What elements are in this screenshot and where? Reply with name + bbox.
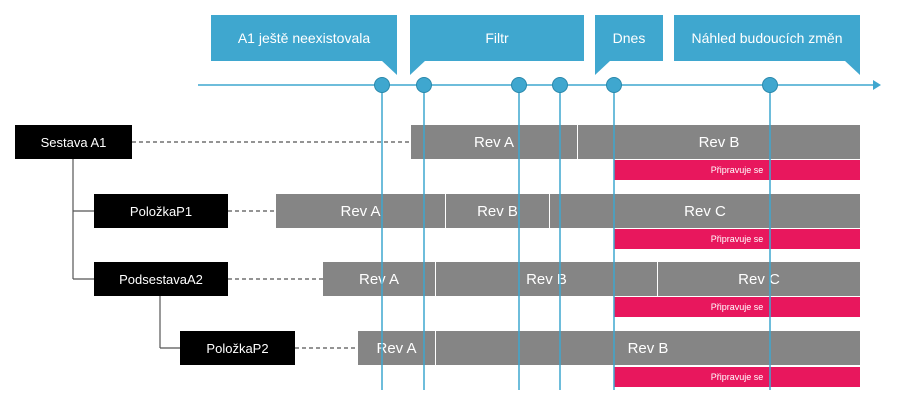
revision-label: Rev B [477, 202, 518, 220]
revision-label: Rev B [627, 339, 669, 357]
callout-today: Dnes [595, 15, 663, 75]
revision-bar[interactable]: Rev A [411, 125, 578, 159]
callout-filter-label: Filtr [485, 30, 509, 46]
node-subassembly-a2-label: PodsestavaA2 [119, 271, 203, 287]
status-badge: Připravuje se [614, 367, 860, 387]
revision-label: Rev A [376, 339, 417, 357]
revision-bar[interactable]: Rev A [358, 331, 436, 365]
node-item-p1[interactable]: PoložkaP1 [94, 194, 228, 228]
status-label: Připravuje se [710, 302, 764, 312]
status-badge: Připravuje se [614, 229, 860, 249]
revision-bar[interactable]: Rev C [550, 194, 860, 228]
revision-bar[interactable]: Rev B [436, 262, 658, 296]
status-label: Připravuje se [710, 234, 764, 244]
revision-label: Rev B [698, 133, 740, 151]
node-subassembly-a2[interactable]: PodsestavaA2 [94, 262, 228, 296]
revision-bar[interactable]: Rev B [578, 125, 860, 159]
revision-bar[interactable]: Rev A [276, 194, 446, 228]
revision-bar[interactable]: Rev B [446, 194, 550, 228]
node-assembly-a1-label: Sestava A1 [40, 134, 107, 150]
revision-bar[interactable]: Rev B [436, 331, 860, 365]
node-item-p2-label: PoložkaP2 [206, 340, 269, 356]
revision-label: Rev A [473, 133, 515, 151]
node-item-p2[interactable]: PoložkaP2 [180, 331, 295, 365]
callout-filter: Filtr [410, 15, 584, 75]
revision-label: Rev B [526, 270, 567, 288]
revision-label: Rev A [340, 202, 381, 220]
node-assembly-a1[interactable]: Sestava A1 [15, 125, 132, 159]
status-label: Připravuje se [710, 372, 764, 382]
callout-preview-label: Náhled budoucích změn [691, 30, 843, 46]
callout-not-existed: A1 ještě neexistovala [211, 15, 397, 75]
callout-preview: Náhled budoucích změn [674, 15, 860, 75]
revision-label: Rev A [358, 270, 400, 288]
status-label: Připravuje se [710, 165, 764, 175]
callout-not-existed-label: A1 ještě neexistovala [237, 30, 371, 46]
status-badge: Připravuje se [614, 297, 860, 317]
revision-label: Rev C [684, 202, 726, 220]
status-badge: Připravuje se [614, 160, 860, 180]
revision-bar[interactable]: Rev C [658, 262, 860, 296]
callout-today-label: Dnes [612, 30, 646, 46]
revision-label: Rev C [738, 270, 780, 288]
node-item-p1-label: PoložkaP1 [129, 203, 193, 219]
revision-bar[interactable]: Rev A [323, 262, 436, 296]
